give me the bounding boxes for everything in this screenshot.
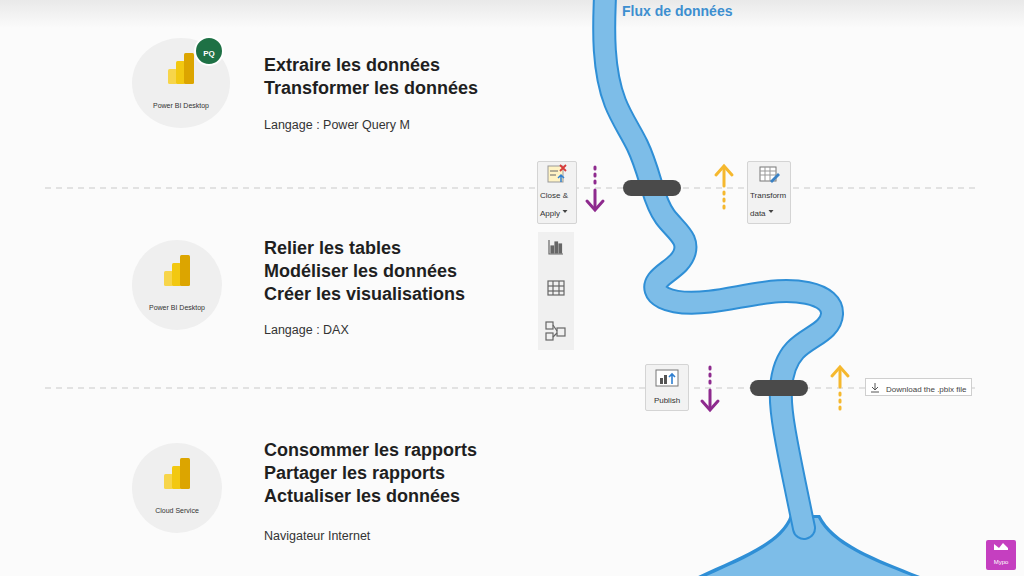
node-text: PQ [203, 49, 215, 58]
app-circle: Power BI Desktop [132, 240, 222, 330]
section-divider [45, 388, 978, 389]
publish-icon [654, 367, 680, 389]
dropdown-chevron [562, 209, 568, 214]
dam [750, 380, 808, 396]
language-note: Navigateur Internet [264, 528, 370, 544]
river-bank [604, 0, 832, 528]
step-heading: Transformer les données [264, 77, 478, 99]
app-circle: Power BI Desktop PQ [132, 38, 230, 128]
language-note: Langage : Power Query M [264, 117, 410, 133]
up-arrow [716, 166, 732, 212]
powerbi-icon [132, 240, 222, 296]
river-water [604, 0, 832, 528]
step-heading: Relier les tables [264, 237, 401, 259]
ribbon-button: Transform data [747, 161, 791, 224]
step-heading: Extraire les données [264, 54, 440, 76]
node-text: Close & Apply [540, 191, 568, 218]
pq-badge: PQ [194, 36, 224, 66]
ribbon-button: Publish [645, 364, 689, 411]
download-icon [870, 382, 880, 393]
node-text: Mypo [994, 559, 1009, 565]
step-heading: Actualiser les données [264, 485, 460, 507]
node-text: Cloud Service [155, 507, 199, 514]
brand-logo: Mypo [986, 540, 1016, 570]
up-arrow [832, 367, 848, 412]
step-heading: Modéliser les données [264, 260, 457, 282]
node-text: Power BI Desktop [153, 102, 209, 109]
view-panel [538, 232, 574, 350]
data-river [604, 0, 930, 576]
powerbi-icon [132, 443, 222, 499]
close-apply-icon [545, 164, 569, 184]
download-button: Download the .pbix file [865, 378, 972, 396]
logo-mark [991, 540, 1011, 550]
top-shade [0, 0, 1024, 28]
down-arrow [587, 167, 603, 210]
step-heading: Partager les rapports [264, 462, 445, 484]
section-divider [45, 188, 978, 189]
node-text: Publish [654, 396, 680, 405]
down-arrow [702, 367, 718, 410]
flow-title: Flux de données [622, 2, 732, 20]
node-text: Download the .pbix file [886, 385, 967, 394]
node-text: Transform data [750, 191, 786, 218]
transform-icon [757, 164, 781, 184]
dropdown-chevron [768, 209, 774, 214]
step-heading: Consommer les rapports [264, 439, 477, 461]
node-text: Power BI Desktop [149, 304, 205, 311]
app-circle: Cloud Service [132, 443, 222, 533]
ribbon-button: Close & Apply [537, 161, 577, 224]
dam [623, 180, 681, 196]
language-note: Langage : DAX [264, 322, 349, 338]
step-heading: Créer les visualisations [264, 283, 465, 305]
